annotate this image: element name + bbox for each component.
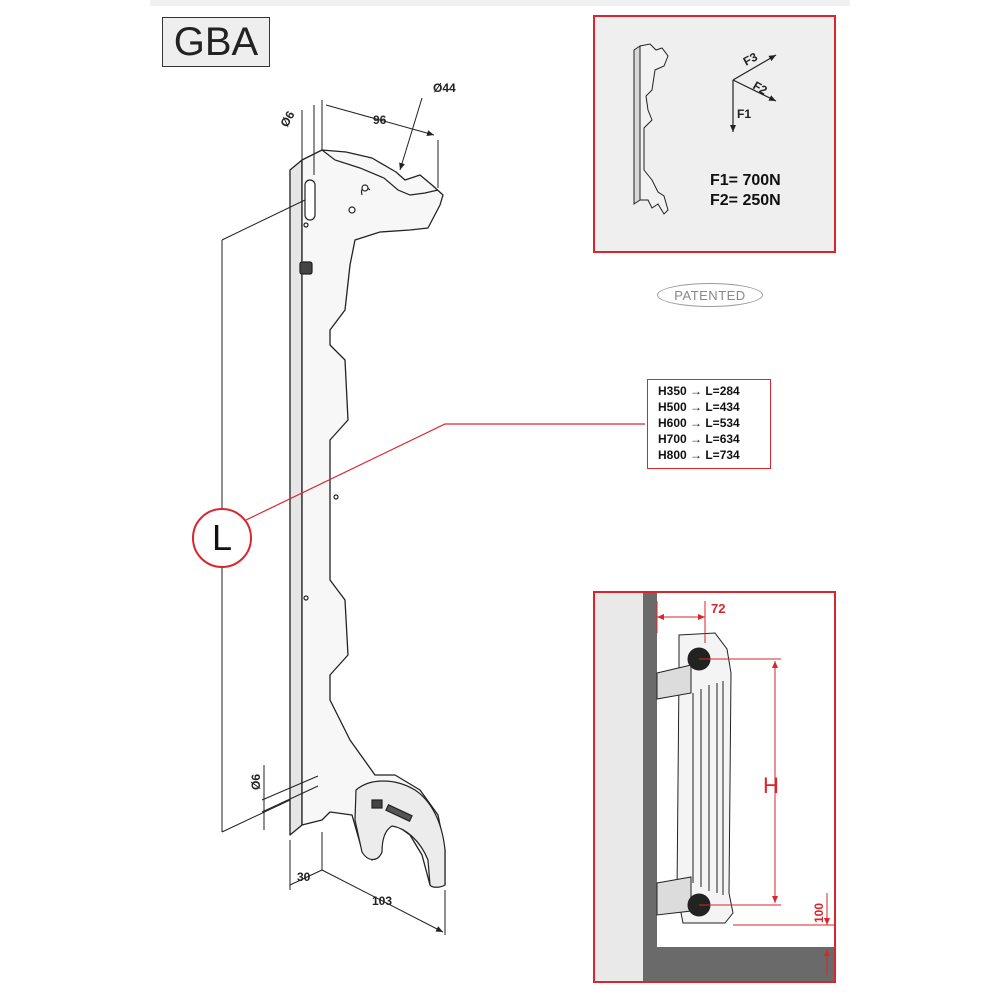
install-wall-gap: 72 (711, 601, 725, 616)
force-bracket-sketch (633, 43, 669, 215)
patented-badge: PATENTED (657, 283, 763, 307)
dim-width-bottom: 103 (372, 894, 392, 908)
force-vectors (730, 54, 777, 132)
force-f2-text: F2 (751, 78, 770, 97)
dim-offset-bottom: 30 (297, 870, 311, 884)
install-dimensions (656, 601, 834, 975)
length-row: H350 → L=284 (658, 384, 740, 398)
bottom-hook (354, 780, 446, 888)
force-value-f1: F1= 700N (710, 172, 781, 189)
force-values: F1= 700N F2= 250N (710, 171, 781, 211)
length-row: H600 → L=534 (658, 416, 740, 430)
length-table: H350 → L=284 H500 → L=434 H600 → L=534 H… (647, 379, 771, 469)
install-floor-gap: 100 (812, 903, 826, 923)
radiator (656, 632, 734, 924)
top-rule (150, 0, 850, 6)
force-f3-text: F3 (741, 50, 760, 69)
length-row: H800 → L=734 (658, 448, 740, 462)
force-overlay: F1 F2 F3 (633, 43, 777, 215)
install-drawing: 72 H 100 (643, 593, 834, 981)
length-row: H500 → L=434 (658, 400, 740, 414)
length-callout: L (192, 508, 252, 568)
dimension-lines (221, 97, 446, 935)
dim-width-top: 96 (373, 113, 387, 127)
install-height-label: H (763, 773, 779, 798)
floor (643, 947, 834, 981)
force-f1-text: F1 (737, 107, 751, 121)
wall (643, 593, 657, 981)
dim-pipe-dia: Ø44 (433, 81, 456, 95)
model-badge: GBA (162, 17, 270, 67)
install-panel: 72 H 100 (593, 591, 836, 983)
length-row: H700 → L=634 (658, 432, 740, 446)
dim-hole-bottom: Ø6 (249, 774, 263, 790)
l-leader-line (245, 423, 645, 521)
force-value-f2: F2= 250N (710, 192, 781, 209)
bracket-holes (299, 179, 369, 601)
